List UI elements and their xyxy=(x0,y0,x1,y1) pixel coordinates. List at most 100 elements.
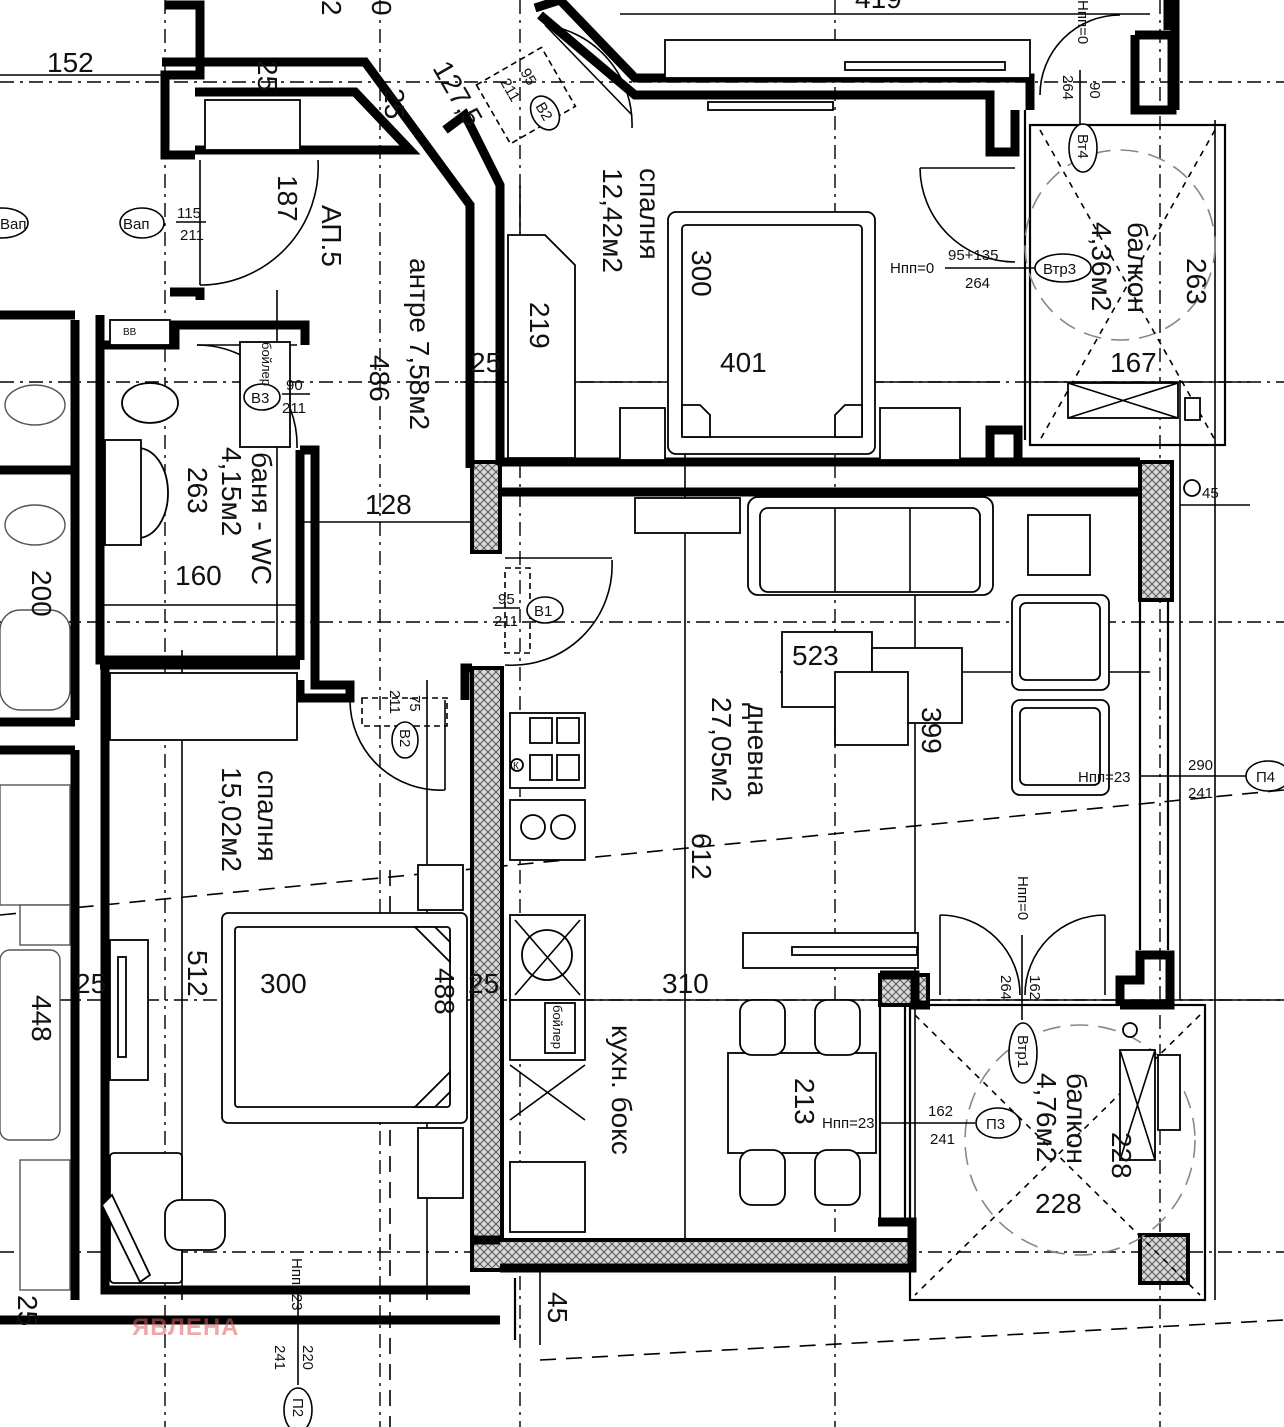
boiler-kitchen-label: бойлер xyxy=(550,1005,565,1049)
dim-45a: 45 xyxy=(1202,485,1219,502)
svg-text:95: 95 xyxy=(517,66,540,89)
dim-300b: 300 xyxy=(260,968,307,999)
bedroom-bottom-name: спалня xyxy=(252,770,283,862)
dim-310: 310 xyxy=(662,968,709,999)
tag-b2-mid: В2 75 211 xyxy=(361,690,448,759)
dim-486: 486 xyxy=(364,355,395,402)
svg-text:211: 211 xyxy=(180,227,204,244)
fixture-labels: бойлер бойлер ВВ К xyxy=(123,327,565,1049)
kitchen-name: кухн. бокс xyxy=(606,1025,637,1155)
bedroom-bottom-area: 15,02м2 xyxy=(216,767,247,872)
svg-text:П4: П4 xyxy=(1256,769,1275,786)
svg-text:Нпп=0: Нпп=0 xyxy=(1014,876,1031,920)
dim-512: 512 xyxy=(182,950,213,997)
svg-text:90: 90 xyxy=(286,377,303,394)
svg-text:211: 211 xyxy=(497,76,524,105)
svg-text:Нпп=23: Нпп=23 xyxy=(1078,769,1131,786)
dim-419: 419 xyxy=(855,0,902,14)
dim-523: 523 xyxy=(792,640,839,671)
balcony-bottom-name: балкон xyxy=(1061,1073,1092,1164)
furniture xyxy=(0,39,1201,1291)
svg-text:Нпп=23: Нпп=23 xyxy=(288,1258,305,1311)
svg-text:Нпп=23: Нпп=23 xyxy=(822,1115,875,1132)
balcony-top-name: балкон xyxy=(1122,222,1153,313)
svg-text:Вт4: Вт4 xyxy=(1074,134,1091,159)
svg-text:П3: П3 xyxy=(986,1116,1005,1133)
svg-text:264: 264 xyxy=(1059,75,1076,100)
dim-300a: 300 xyxy=(686,250,717,297)
tag-p4: Нпп=23 290 241 П4 xyxy=(1078,757,1284,802)
svg-text:241: 241 xyxy=(930,1131,955,1148)
dim-200: 200 xyxy=(26,570,57,617)
dim-448: 448 xyxy=(26,995,57,1042)
bedroom-top-area: 12,42м2 xyxy=(597,168,628,273)
dim-612: 612 xyxy=(686,833,717,880)
dim-25e: 25 xyxy=(379,88,410,119)
svg-text:290: 290 xyxy=(1188,757,1213,774)
svg-text:90: 90 xyxy=(1086,82,1103,99)
svg-text:211: 211 xyxy=(282,400,306,417)
svg-text:Нпп=0: Нпп=0 xyxy=(890,260,934,277)
living-area: 27,05м2 xyxy=(706,697,737,802)
svg-text:220: 220 xyxy=(299,1345,316,1370)
svg-text:95: 95 xyxy=(498,591,515,608)
dim-213: 213 xyxy=(789,1078,820,1125)
entrance-name: антре 7,58м2 xyxy=(404,258,435,430)
svg-text:В1: В1 xyxy=(534,603,552,620)
dim-167: 167 xyxy=(1110,347,1157,378)
svg-text:162: 162 xyxy=(1026,975,1043,1000)
tag-btr3: Нпп=0 95+135 264 Втр3 xyxy=(890,247,1092,292)
balcony-swing-circles xyxy=(914,129,1216,1296)
tag-b3: В3 90 211 xyxy=(243,377,310,417)
svg-text:Втр1: Втр1 xyxy=(1014,1035,1031,1068)
watermark: ЯВЛЕНА xyxy=(132,1314,240,1341)
tag-p2: Нпп=23 220 241 П2 xyxy=(271,1258,316,1427)
tag-b2-top: В2 95 211 xyxy=(475,46,577,145)
dim-152: 152 xyxy=(47,47,94,78)
svg-text:264: 264 xyxy=(997,975,1014,1000)
svg-text:В2: В2 xyxy=(532,99,556,123)
tag-p3: Нпп=23 162 241 П3 xyxy=(822,1103,1021,1148)
svg-text:211: 211 xyxy=(386,690,403,714)
bedroom-top-name: спалня xyxy=(634,168,665,260)
dim-25c: 25 xyxy=(75,968,106,999)
tag-bap: Вап 115 211 xyxy=(119,205,206,244)
tag-btr1: Нпп=0 162 264 Втр1 xyxy=(997,876,1043,1084)
svg-text:241: 241 xyxy=(271,1345,288,1370)
dim-2: 2 xyxy=(316,0,347,16)
svg-text:Нпп=0: Нпп=0 xyxy=(1074,0,1091,44)
dim-25b: 25 xyxy=(468,968,499,999)
dim-25a: 25 xyxy=(470,347,501,378)
walls xyxy=(0,0,1227,1340)
svg-text:П2: П2 xyxy=(289,1398,306,1417)
dim-488: 488 xyxy=(429,968,460,1015)
dim-263b: 263 xyxy=(182,467,213,514)
bathroom-area: 4,15м2 xyxy=(216,447,247,536)
svg-text:264: 264 xyxy=(965,275,990,292)
dim-128: 128 xyxy=(365,489,412,520)
dim-228a: 228 xyxy=(1106,1132,1137,1179)
dim-228b: 228 xyxy=(1035,1188,1082,1219)
svg-text:162: 162 xyxy=(928,1103,953,1120)
svg-text:В3: В3 xyxy=(251,390,269,407)
svg-text:211: 211 xyxy=(494,613,518,630)
balcony-bottom-area: 4,76м2 xyxy=(1031,1073,1062,1162)
dim-399: 399 xyxy=(916,707,947,754)
dim-25d: 25 xyxy=(252,60,283,91)
svg-text:Вап: Вап xyxy=(123,216,149,233)
tag-bap-left: Вап xyxy=(0,207,29,239)
room-labels: АП.5 спалня 12,42м2 балкон 4,36м2 антре … xyxy=(216,168,1153,1164)
bathroom-name: баня - WC xyxy=(246,452,277,585)
tag-bt4: Нпп=0 90 264 Вт4 xyxy=(1059,0,1103,173)
svg-text:241: 241 xyxy=(1188,785,1213,802)
bv-label: ВВ xyxy=(123,327,137,338)
svg-text:Втр3: Втр3 xyxy=(1043,261,1076,278)
svg-text:75: 75 xyxy=(406,695,423,712)
living-name: дневна xyxy=(742,703,773,797)
k-label: К xyxy=(513,761,519,772)
svg-text:115: 115 xyxy=(177,205,201,222)
dimension-labels: 152 127,5 419 187 486 25 219 300 401 263… xyxy=(12,0,1219,1326)
dim-45b: 45 xyxy=(542,1292,573,1323)
